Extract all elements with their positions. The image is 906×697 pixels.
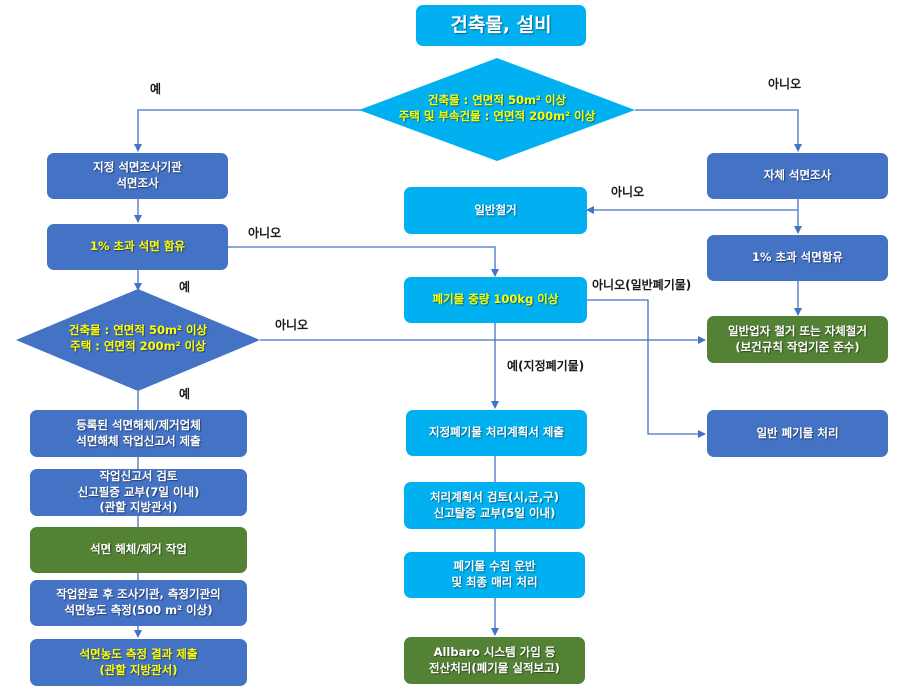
box-allbaro: Allbaro 시스템 가입 등 전산처리(폐기물 실적보고)	[404, 637, 585, 684]
box-removal-work: 석면 해체/제거 작업	[30, 527, 247, 573]
box-result-submit: 석면농도 측정 결과 제출 (관할 지방관서)	[30, 639, 247, 686]
box-left-asbestos-check: 1% 초과 석면 함유	[47, 224, 228, 270]
decision-top-text: 건축물 : 연면적 50m² 이상 주택 및 부속건물 : 연면적 200m² …	[398, 93, 596, 124]
box-waste-plan: 지정폐기물 처리계획서 제출	[406, 410, 587, 456]
label-left-check-yes: 예	[179, 280, 191, 294]
box-general-demolition: 일반철거	[404, 187, 587, 234]
label-waste-yes: 예(지정폐기물)	[507, 359, 585, 373]
box-waste-transport: 폐기물 수집 운반 및 최종 매리 처리	[404, 552, 585, 598]
connector-waste-no	[587, 299, 706, 438]
box-report-review: 작업신고서 검토 신고필증 교부(7일 이내) (관할 지방관서)	[30, 469, 247, 516]
connector-top-yes	[134, 109, 363, 152]
box-right-asbestos-check: 1% 초과 석면함유	[707, 235, 888, 281]
title-box: 건축물, 설비	[416, 5, 586, 46]
box-general-removal: 일반업자 철거 또는 자체철거 (보건규칙 작업기준 준수)	[707, 316, 888, 363]
connector-top-no	[635, 109, 802, 152]
label-left-decision-no: 아니오	[275, 318, 309, 332]
decision-left-diamond	[16, 289, 260, 391]
label-left-decision-yes: 예	[179, 387, 191, 401]
decision-left-text: 건축물 : 연면적 50m² 이상 주택 : 연면적 200m² 이상	[68, 323, 208, 354]
label-top-yes: 예	[150, 82, 162, 96]
box-general-waste: 일반 폐기물 처리	[707, 410, 888, 457]
box-plan-review: 처리계획서 검토(시,군,구) 신고탈증 교부(5일 이내)	[404, 482, 585, 529]
label-left-check-no: 아니오	[248, 226, 282, 240]
box-designated-survey: 지정 석면조사기관 석면조사	[47, 153, 228, 199]
label-waste-no: 아니오(일반폐기물)	[592, 278, 692, 292]
connector-left-check-no	[228, 246, 499, 277]
decision-top-diamond	[359, 58, 635, 161]
box-self-survey: 자체 석면조사	[707, 153, 888, 199]
box-waste-weight: 폐기물 중량 100kg 이상	[404, 277, 587, 323]
box-measurement: 작업완료 후 조사기관, 측정기관의 석면농도 측정(500 m² 이상)	[30, 580, 247, 626]
label-top-no: 아니오	[768, 77, 802, 91]
box-report-submit: 등록된 석면해체/제거업체 석면해체 작업신고서 제출	[30, 410, 247, 457]
label-right-no: 아니오	[611, 185, 645, 199]
